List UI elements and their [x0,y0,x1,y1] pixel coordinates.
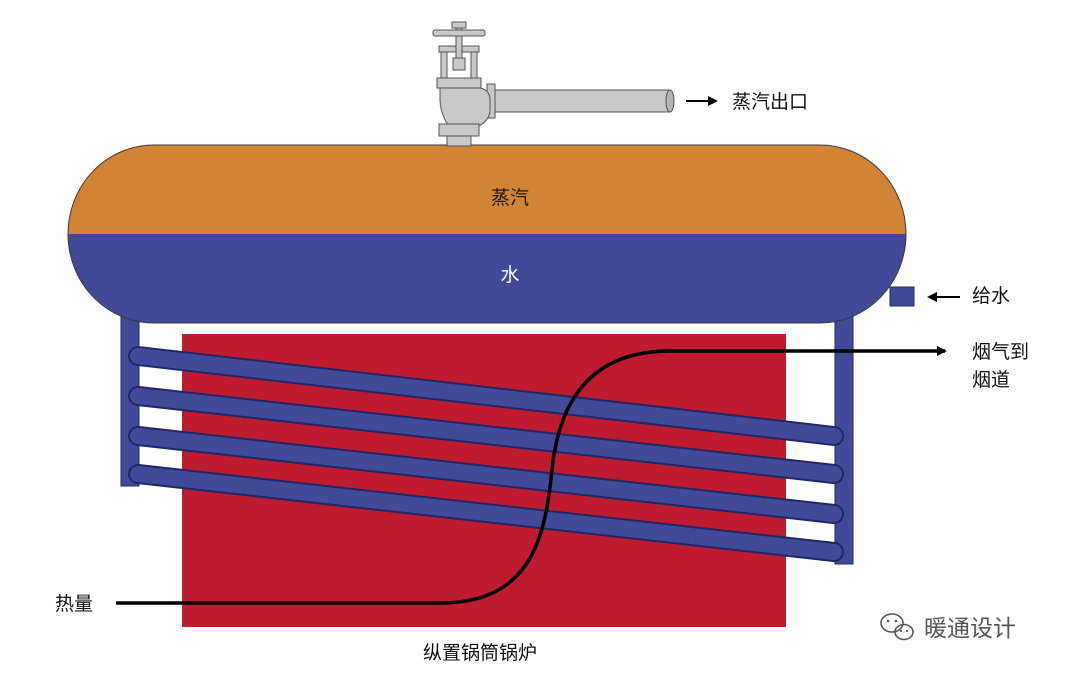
steam-outlet-label: 蒸汽出口 [732,91,808,113]
tube-4 [128,464,844,562]
steam-valve [432,21,675,147]
steam-space [68,145,906,235]
steam-drum [68,145,906,323]
diagram-title: 纵置锅筒锅炉 [423,642,537,664]
tube-2 [128,386,844,484]
tube-3 [128,426,844,524]
feedwater-inlet [889,286,915,307]
watermark-text: 暖通设计 [924,616,1016,642]
heating-tubes [128,346,844,562]
water-space [68,234,906,323]
feedwater-label: 给水 [972,285,1010,307]
steam-outlet-pipe [493,89,671,113]
flue-gas-label-line1: 烟气到 [972,341,1029,363]
tube-1 [128,346,844,446]
steam-label: 蒸汽 [491,187,529,209]
flue-gas-label-line2: 烟道 [972,369,1010,391]
watermark: 暖通设计 [880,613,1016,642]
valve-handwheel [432,29,486,37]
heat-label: 热量 [55,593,93,615]
wechat-icon [880,613,914,641]
water-label: 水 [500,264,519,286]
heat-flow-line [116,346,947,605]
